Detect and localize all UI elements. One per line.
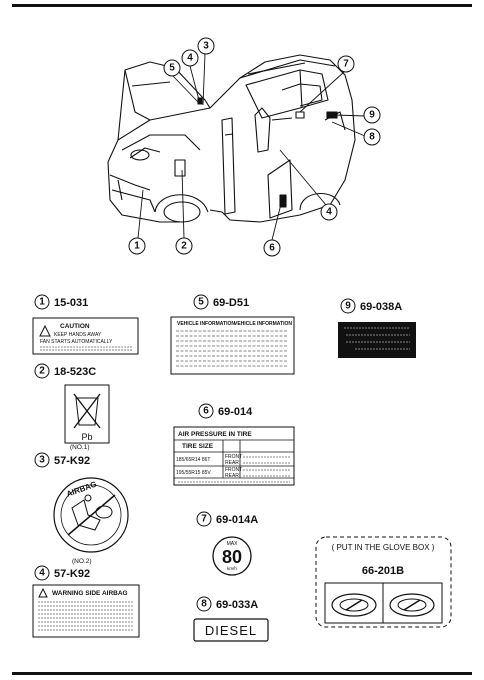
svg-text:15-031: 15-031: [54, 297, 88, 309]
label-4-side-airbag: (NO.2) 4 57-K92 WARNING SIDE AIRBAG: [32, 558, 140, 638]
svg-text:FRONT: FRONT: [225, 467, 242, 473]
svg-text:2: 2: [181, 241, 187, 252]
label-2-battery-recycle: 2 18-523C Pb: [34, 363, 110, 444]
svg-text:2: 2: [39, 366, 45, 377]
svg-text:5: 5: [198, 297, 204, 308]
svg-text:FRONT: FRONT: [225, 454, 242, 460]
svg-text:69-D51: 69-D51: [213, 297, 249, 309]
svg-text:(NO.2): (NO.2): [72, 558, 92, 565]
svg-text:5: 5: [169, 63, 175, 74]
svg-text:VEHICLE INFORMATION: VEHICLE INFORMATION: [177, 321, 235, 327]
svg-text:57-K92: 57-K92: [54, 455, 90, 467]
svg-text:195/55R15 85V: 195/55R15 85V: [176, 470, 211, 476]
svg-text:6: 6: [269, 243, 275, 254]
svg-text:DIESEL: DIESEL: [205, 623, 257, 638]
svg-text:WARNING SIDE AIRBAG: WARNING SIDE AIRBAG: [52, 590, 128, 597]
label-7-max-speed: 7 69-014A MAX 80 km/h: [196, 511, 258, 576]
svg-text:3: 3: [203, 41, 209, 52]
svg-text:( PUT IN THE GLOVE BOX ): ( PUT IN THE GLOVE BOX ): [332, 543, 435, 552]
svg-text:7: 7: [201, 514, 207, 525]
label-6-tire-pressure: 6 69-014 AIR PRESSURE IN TIRE TIRE SIZE …: [173, 403, 295, 486]
svg-text:66-201B: 66-201B: [362, 565, 404, 577]
vehicle-illustration: [107, 54, 356, 223]
svg-text:7: 7: [343, 59, 349, 70]
callout-1: 1: [128, 237, 146, 255]
svg-text:VEHICLE INFORMATION: VEHICLE INFORMATION: [234, 321, 292, 327]
callout-4: 4: [181, 49, 199, 67]
label-8-diesel: 8 69-033A DIESEL: [193, 596, 269, 642]
svg-text:REAR: REAR: [225, 473, 239, 479]
callout-5: 5: [163, 59, 181, 77]
svg-text:4: 4: [187, 53, 193, 64]
svg-text:8: 8: [369, 132, 375, 143]
svg-text:4: 4: [326, 207, 332, 218]
svg-text:8: 8: [201, 599, 207, 610]
label-9-notice: 9 69-038A: [338, 298, 416, 358]
svg-text:MAX: MAX: [227, 541, 239, 547]
label-5-vehicle-information: 5 69-D51 VEHICLE INFORMATION VEHICLE INF…: [170, 294, 295, 375]
top-rule: [12, 4, 472, 7]
svg-text:Pb: Pb: [81, 432, 92, 442]
leader-lines: [137, 53, 366, 241]
svg-text:KEEP HANDS AWAY: KEEP HANDS AWAY: [54, 332, 102, 338]
callout-4b: 4: [320, 203, 338, 221]
svg-text:TIRE SIZE: TIRE SIZE: [182, 443, 214, 450]
svg-text:1: 1: [39, 297, 45, 308]
svg-text:(NO.1): (NO.1): [70, 444, 90, 451]
svg-text:1: 1: [134, 241, 140, 252]
callout-3: 3: [197, 37, 215, 55]
svg-text:km/h: km/h: [227, 566, 237, 571]
svg-text:69-014A: 69-014A: [216, 514, 258, 526]
label-3-airbag: (NO.1) 3 57-K92 AIRBAG: [34, 444, 129, 553]
svg-text:6: 6: [203, 406, 209, 417]
svg-text:9: 9: [345, 301, 351, 312]
svg-text:185/65R14 86T: 185/65R14 86T: [176, 457, 210, 463]
callout-6: 6: [263, 239, 281, 257]
svg-text:4: 4: [39, 568, 45, 579]
svg-text:57-K92: 57-K92: [54, 568, 90, 580]
callout-9: 9: [363, 106, 381, 124]
callout-2: 2: [175, 237, 193, 255]
callout-7: 7: [337, 55, 355, 73]
bottom-rule: [12, 672, 472, 675]
svg-text:FAN STARTS AUTOMATICALLY: FAN STARTS AUTOMATICALLY: [40, 339, 113, 345]
svg-text:CAUTION: CAUTION: [60, 323, 90, 330]
label-1-caution: 1 15-031 CAUTION KEEP HANDS AWAY FAN STA…: [32, 294, 139, 355]
svg-text:18-523C: 18-523C: [54, 366, 96, 378]
callout-8: 8: [363, 128, 381, 146]
svg-text:69-033A: 69-033A: [216, 599, 258, 611]
glove-box-group: ( PUT IN THE GLOVE BOX ) 66-201B: [315, 536, 452, 628]
svg-text:69-038A: 69-038A: [360, 301, 402, 313]
svg-text:80: 80: [222, 547, 242, 567]
svg-text:3: 3: [39, 455, 45, 466]
svg-text:AIR PRESSURE IN TIRE: AIR PRESSURE IN TIRE: [178, 431, 252, 438]
svg-text:9: 9: [369, 110, 375, 121]
svg-text:69-014: 69-014: [218, 406, 253, 418]
svg-text:REAR: REAR: [225, 460, 239, 466]
